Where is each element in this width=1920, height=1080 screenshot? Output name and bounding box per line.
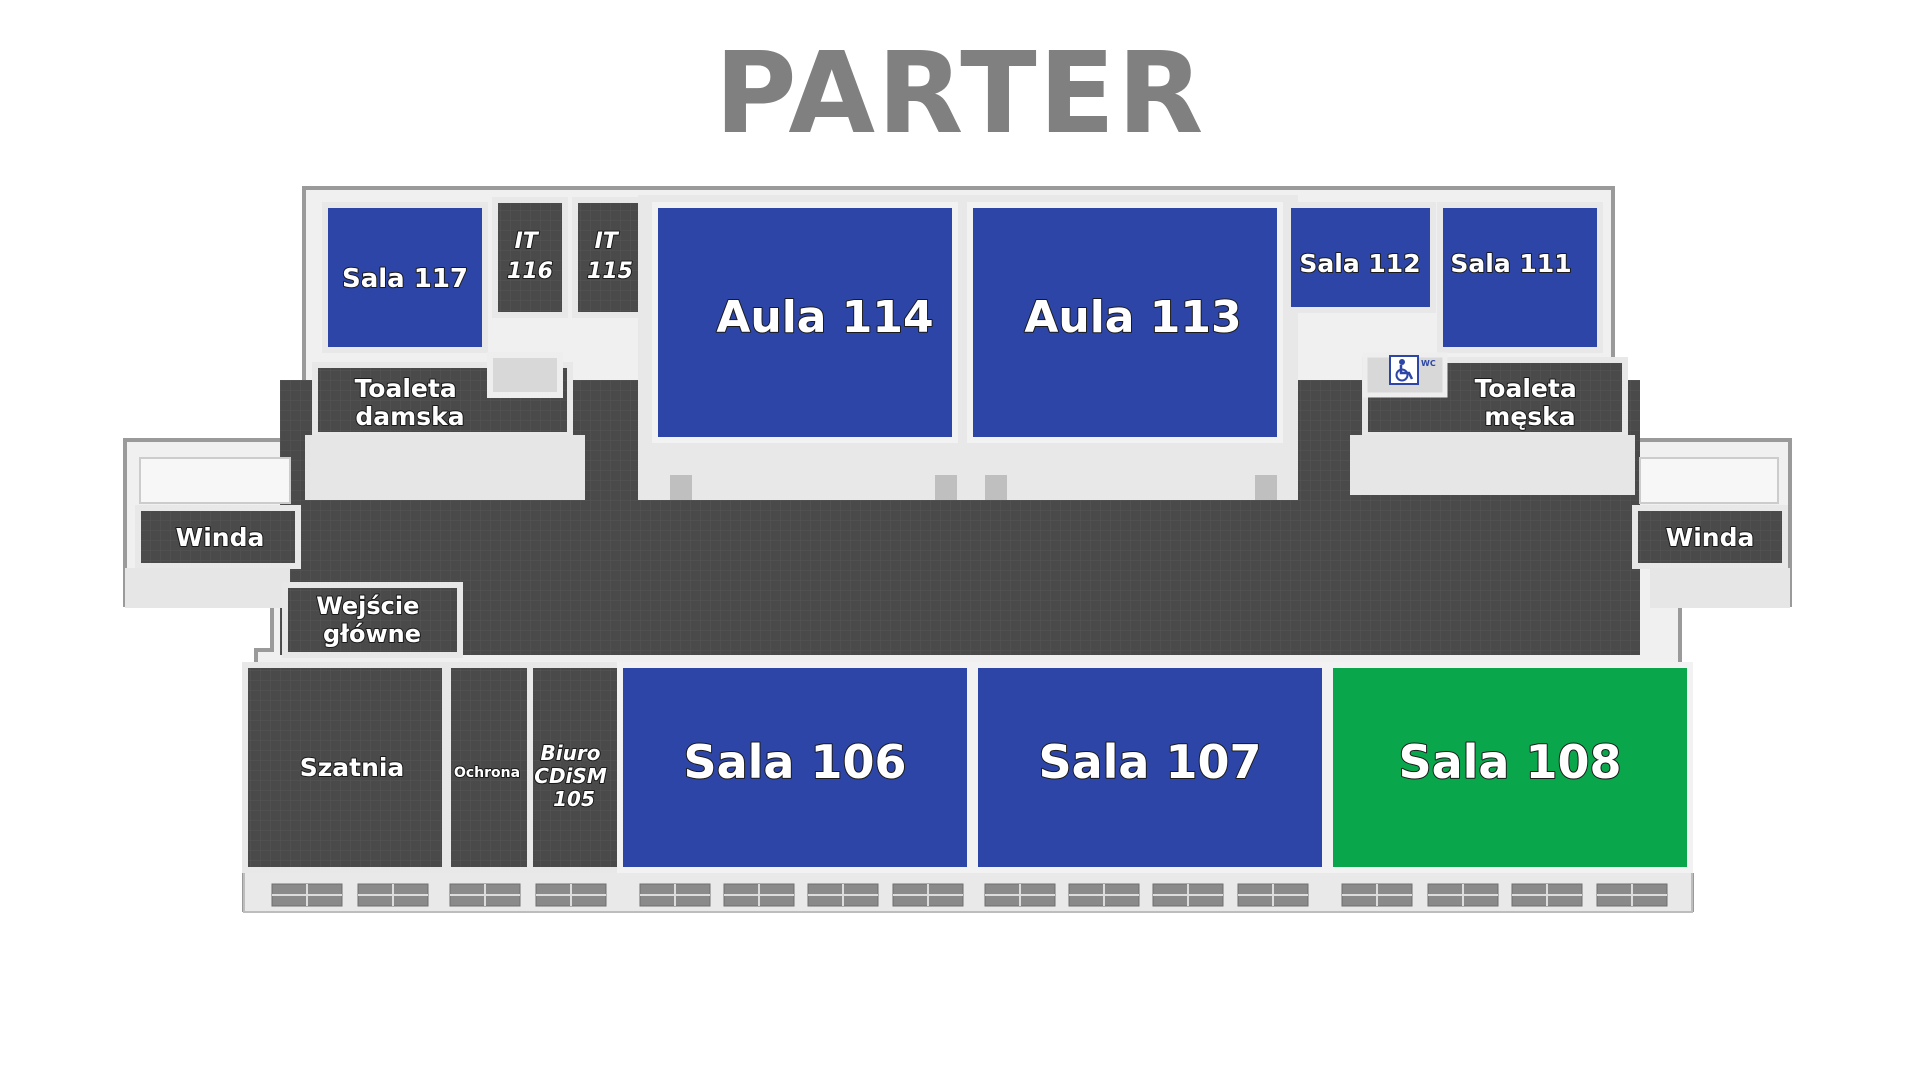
label-aula-113: Aula 113 [1024,292,1241,343]
window-icon [807,883,879,907]
room-wejscie-glowne[interactable] [282,582,463,658]
label-winda-right: Winda [1666,523,1755,552]
room-sala-106[interactable] [617,662,973,873]
wheelchair-icon [1389,355,1419,385]
label-ochrona: Ochrona [454,765,520,781]
window-icon [1152,883,1224,907]
label-wejscie-glowne: Wejście główne [316,592,428,648]
window-icon [1596,883,1668,907]
window-icon [449,883,521,907]
window-icon [357,883,429,907]
label-it-116: IT 116 [507,229,553,284]
label-biuro-line1: Biuro [541,741,601,765]
label-biuro-line3: 105 [553,787,595,811]
room-sala-117[interactable] [322,202,488,353]
label-toaleta-meska-line1: Toaleta [1475,374,1577,403]
label-it-115-line1: IT [595,229,620,254]
door-icon[interactable] [1255,475,1277,500]
room-it-115[interactable] [572,197,648,318]
label-sala-111: Sala 111 [1450,249,1571,278]
label-toaleta-damska-line1: Toaleta [355,374,457,403]
room-winda-left[interactable] [135,505,301,569]
door-icon[interactable] [670,475,692,500]
label-toaleta-damska: Toaleta damska [355,374,466,431]
label-wejscie-line1: Wejście [316,592,419,620]
aula-doors [670,475,1277,500]
room-sala-107[interactable] [972,662,1328,873]
window-icon [1068,883,1140,907]
label-toaleta-meska: Toaleta męska [1475,374,1586,431]
label-toaleta-damska-line2: damska [355,402,464,431]
label-it-116-line2: 116 [507,259,553,284]
toilets-wall [305,435,585,500]
label-sala-117: Sala 117 [342,264,468,294]
room-sala-108[interactable] [1327,662,1693,873]
room-szatnia[interactable] [242,662,448,873]
label-toaleta-meska-line2: męska [1484,402,1575,431]
label-sala-108: Sala 108 [1398,735,1621,789]
label-winda-left: Winda [176,523,265,552]
window-icon [639,883,711,907]
label-it-116-line1: IT [515,229,540,254]
label-sala-106: Sala 106 [683,735,906,789]
window-icon [1341,883,1413,907]
door-icon[interactable] [985,475,1007,500]
window-icon [984,883,1056,907]
label-it-115: IT 115 [587,229,633,284]
window-icon [1511,883,1583,907]
label-biuro-line2: CDiSM [534,764,607,788]
window-icon [892,883,964,907]
wc-badge: WC [1421,359,1436,368]
room-aula-113[interactable] [967,202,1283,443]
room-winda-right[interactable] [1632,505,1788,569]
label-biuro-cdism: Biuro CDiSM 105 [534,741,613,811]
window-icon [1237,883,1309,907]
room-it-116[interactable] [492,197,568,318]
label-sala-112: Sala 112 [1299,249,1420,278]
stairs-left [139,457,291,504]
window-icon [535,883,607,907]
door-icon[interactable] [935,475,957,500]
stairs-right [1639,457,1779,504]
window-row [271,883,1668,907]
room-sala-111[interactable] [1437,202,1603,353]
room-ochrona[interactable] [445,662,541,873]
window-icon [1427,883,1499,907]
label-wejscie-line2: główne [323,620,421,648]
label-szatnia: Szatnia [300,753,405,782]
room-sala-112[interactable] [1285,202,1436,313]
room-aula-114[interactable] [652,202,958,443]
window-icon [723,883,795,907]
window-icon [271,883,343,907]
label-sala-107: Sala 107 [1038,735,1261,789]
label-it-115-line2: 115 [587,259,633,284]
floor-title: PARTER [714,29,1206,159]
label-aula-114: Aula 114 [716,292,933,343]
